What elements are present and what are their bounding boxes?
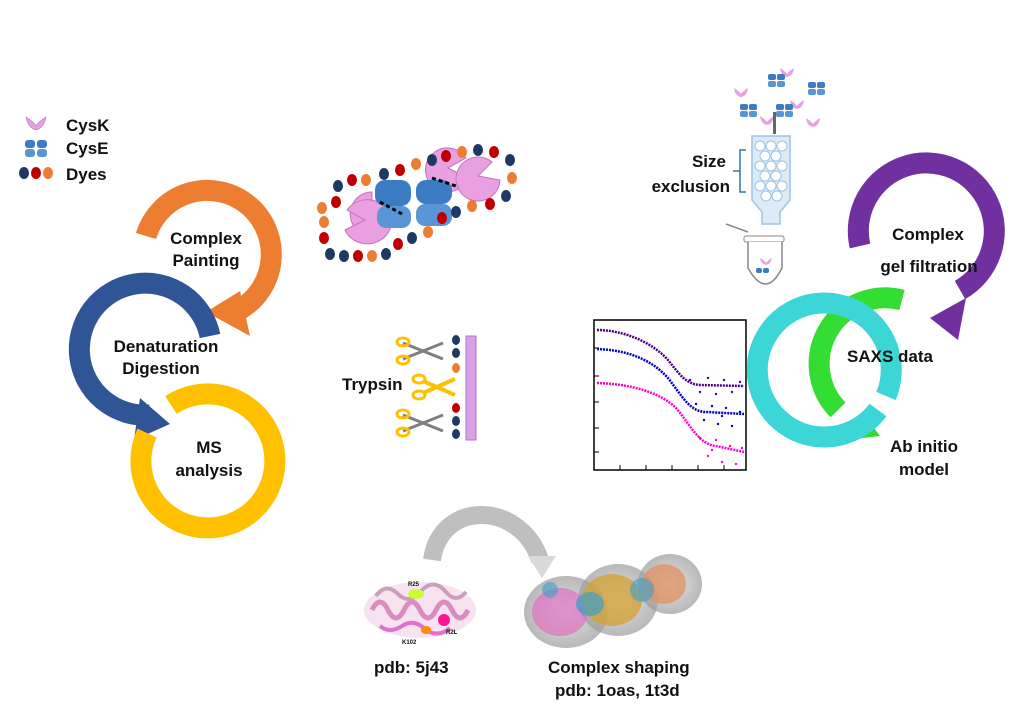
step-label-digestion: Digestion [122, 359, 199, 378]
cyse-block-4 [416, 204, 452, 226]
saxs-noise [688, 376, 744, 466]
step-label-model: model [899, 460, 949, 479]
scissors-icon [395, 408, 444, 438]
trypsin-illustration: Trypsin [342, 335, 477, 441]
residue-label: K102 [402, 640, 417, 646]
pdb-caption-5j43: pdb: 5j43 [374, 658, 449, 677]
legend-label-cyse: CysE [66, 139, 109, 158]
step-label-analysis: analysis [175, 461, 242, 480]
legend: CysK CysE Dyes [19, 116, 110, 184]
left-cycle: Complex Painting Denaturation Digestion … [68, 179, 286, 539]
cycle-ring-ab-initio [746, 292, 902, 448]
cyse-block-2 [377, 206, 411, 228]
step-label-saxs-data: SAXS data [847, 347, 934, 366]
size-exclusion-illustration: Size exclusion [652, 68, 825, 285]
dye-dots [317, 144, 517, 262]
residue-label: R2L [446, 630, 458, 636]
step-label-complex-right: Complex [892, 225, 964, 244]
structures-section: R25 K102 R2L pdb: 5j43 Complex shaping p… [364, 506, 702, 700]
dyes-icon [19, 167, 53, 179]
collection-tube-icon [725, 223, 785, 285]
saxs-curve-blue [596, 347, 745, 416]
exclusion-label: exclusion [652, 177, 730, 196]
saxs-plot [593, 319, 747, 471]
complex-envelope-model [524, 554, 702, 648]
floating-proteins [734, 68, 825, 127]
step-label-ms: MS [196, 438, 222, 457]
legend-label-cysk: CysK [66, 116, 110, 135]
transition-arrowhead [528, 556, 556, 578]
cysk-icon [25, 116, 47, 131]
step-label-gel-filtration: gel filtration [880, 257, 977, 276]
transition-arrow [423, 506, 549, 564]
cyse-icon [25, 140, 47, 157]
step-label-denaturation: Denaturation [114, 337, 219, 356]
cycle-arrow-digestion [68, 272, 221, 440]
legend-label-dyes: Dyes [66, 165, 107, 184]
cycle-arrow-painting [135, 179, 282, 336]
trypsin-label: Trypsin [342, 375, 402, 394]
painted-complex-illustration [317, 144, 517, 262]
step-label-painting: Painting [172, 251, 239, 270]
step-label-ab-initio: Ab initio [890, 437, 958, 456]
peptide-dye-column [452, 335, 460, 439]
cyse-block-3 [416, 180, 452, 204]
peptide-bar [465, 335, 477, 441]
sec-column-icon [733, 112, 791, 225]
interaction-arrow-2 [431, 176, 457, 188]
cyse-block-1 [375, 180, 411, 206]
plot-ticks [594, 347, 725, 470]
residue-label: R25 [408, 582, 420, 588]
right-cycle: Complex gel filtration SAXS data Ab init… [746, 152, 1005, 479]
size-label: Size [692, 152, 726, 171]
cycle-arrow-gel-filtration [847, 152, 1005, 340]
pdb-caption-1oas-1t3d: pdb: 1oas, 1t3d [555, 681, 680, 700]
cysk-pacman-4 [455, 156, 501, 202]
saxs-curve-purple [596, 328, 745, 388]
saxs-curve-magenta [596, 381, 745, 454]
cycle-ring-ms [130, 383, 286, 539]
step-label-complex: Complex [170, 229, 242, 248]
scissors-icon [411, 373, 456, 401]
protein-structure-5j43: R25 K102 R2L [364, 582, 476, 646]
complex-shaping-caption: Complex shaping [548, 658, 690, 677]
plot-frame [593, 319, 747, 471]
scissors-icon [395, 336, 444, 366]
